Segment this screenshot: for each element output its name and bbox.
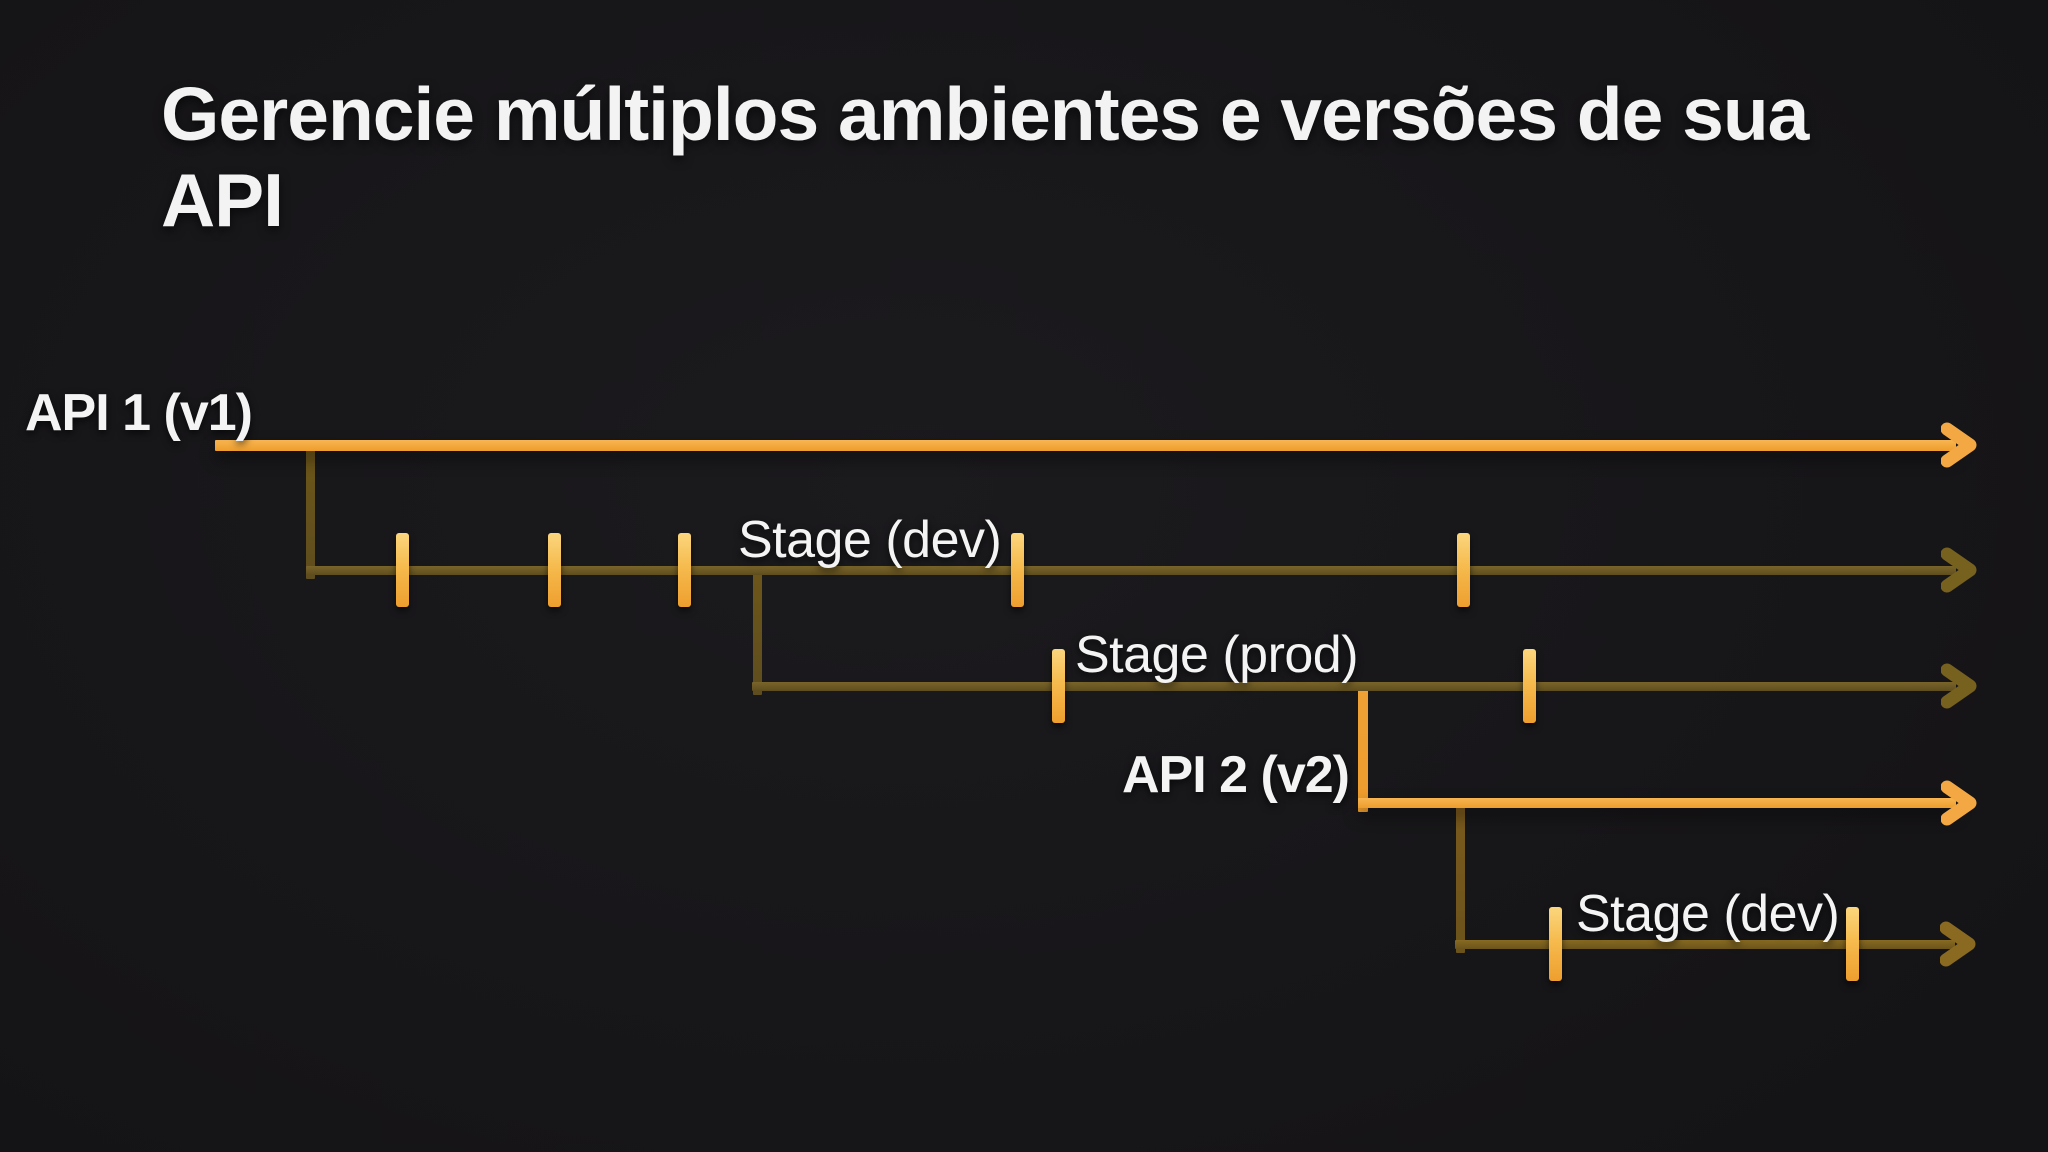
stage-dev-1-commit-tick bbox=[395, 533, 409, 607]
stage-prod-arrowhead-icon bbox=[1940, 661, 1981, 711]
stage-dev-2-label: Stage (dev) bbox=[1576, 885, 1840, 943]
stage-dev-2-commit-tick bbox=[1845, 907, 1859, 981]
stage-dev-1-arrowhead-icon bbox=[1940, 545, 1981, 595]
stage-prod-commit-tick bbox=[1522, 649, 1536, 723]
api1-timeline-line bbox=[215, 439, 1956, 451]
stage-dev-1-label: Stage (dev) bbox=[738, 511, 1002, 569]
slide-title: Gerencie múltiplos ambientes e versões d… bbox=[161, 72, 1921, 243]
api2-timeline-line bbox=[1358, 798, 1956, 808]
stage-prod-label: Stage (prod) bbox=[1075, 626, 1359, 684]
stage-dev-1-timeline-line bbox=[306, 565, 1956, 575]
stage-dev-1-commit-tick bbox=[677, 533, 691, 607]
stage-prod-timeline-line bbox=[752, 681, 1956, 691]
branch-api1-to-dev bbox=[305, 441, 315, 579]
branch-api2-to-dev bbox=[1455, 799, 1465, 953]
slide-title-line2: API bbox=[161, 157, 284, 242]
api1-label: API 1 (v1) bbox=[25, 384, 253, 442]
stage-dev-2-commit-tick bbox=[1548, 907, 1562, 981]
api2-arrowhead-icon bbox=[1940, 778, 1981, 828]
stage-dev-2-arrowhead-icon bbox=[1939, 919, 1980, 969]
stage-dev-1-commit-tick bbox=[1456, 533, 1470, 607]
stage-prod-commit-tick bbox=[1051, 649, 1065, 723]
slide-title-line1: Gerencie múltiplos ambientes e versões d… bbox=[161, 72, 1809, 156]
api1-arrowhead-icon bbox=[1940, 420, 1981, 470]
stage-dev-2-timeline-line bbox=[1455, 939, 1955, 949]
stage-dev-1-commit-tick bbox=[547, 533, 561, 607]
branch-dev-to-prod bbox=[752, 566, 762, 695]
stage-dev-1-commit-tick bbox=[1010, 533, 1024, 607]
api2-label: API 2 (v2) bbox=[1122, 746, 1350, 804]
branch-prod-to-api2 bbox=[1358, 682, 1368, 812]
